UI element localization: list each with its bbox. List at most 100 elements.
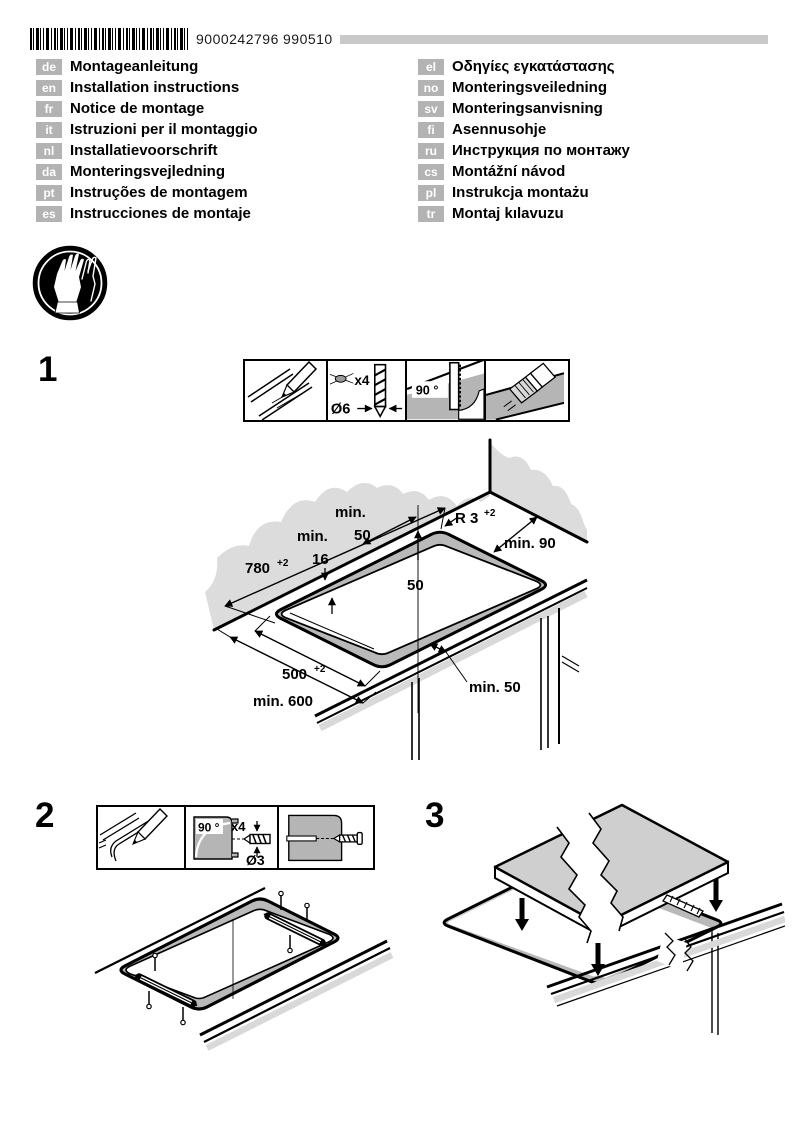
mounting-rail-icon bbox=[662, 894, 704, 918]
language-code-badge: pt bbox=[36, 184, 62, 201]
language-code-badge: en bbox=[36, 79, 62, 96]
language-title: Instrucciones de montaje bbox=[70, 205, 251, 222]
cutout-dimensions-diagram: 50 780 +2 min. 50 min. 16 R 3 +2 min. 90… bbox=[205, 438, 589, 760]
language-row-ru: ru Инструкция по монтажу bbox=[418, 141, 630, 160]
glove-front bbox=[54, 253, 84, 314]
language-code-badge: tr bbox=[418, 205, 444, 222]
worktop-front-edge bbox=[199, 939, 394, 1051]
language-title: Οδηγίες εγκατάστασης bbox=[452, 58, 615, 75]
language-code-badge: ru bbox=[418, 142, 444, 159]
angle-label: 90 ° bbox=[198, 821, 220, 835]
language-title: Montageanleitung bbox=[70, 58, 199, 75]
break-lines-strip bbox=[657, 932, 694, 972]
diameter-label: Ø6 bbox=[331, 401, 351, 417]
worktop-back-edge bbox=[94, 887, 266, 974]
barcode-number: 9000242796 bbox=[196, 31, 279, 47]
mounting-rails-diagram bbox=[94, 887, 394, 1051]
dim-780: 780 bbox=[245, 560, 270, 577]
qty-label: x4 bbox=[231, 819, 246, 834]
language-code-badge: pl bbox=[418, 184, 444, 201]
language-row-it: it Istruzioni per il montaggio bbox=[36, 120, 258, 139]
dim-50: 50 bbox=[407, 577, 424, 594]
dim-min16-2: 16 bbox=[312, 551, 329, 568]
language-row-tr: tr Montaj kılavuzu bbox=[418, 204, 564, 223]
mounting-rail-front bbox=[134, 952, 198, 1026]
screw-icon bbox=[332, 831, 363, 846]
language-title: Istruzioni per il montaggio bbox=[70, 121, 258, 138]
brush-icon bbox=[508, 362, 557, 404]
protective-gloves-icon bbox=[32, 245, 108, 321]
language-code-badge: nl bbox=[36, 142, 62, 159]
language-row-de: de Montageanleitung bbox=[36, 57, 198, 76]
language-code-badge: sv bbox=[418, 100, 444, 117]
language-title: Monteringsvejledning bbox=[70, 163, 226, 180]
insert-hob-diagram bbox=[442, 803, 785, 1035]
icon-mark-cutout-pencil bbox=[245, 361, 326, 420]
dim-radius: R 3 bbox=[455, 510, 478, 527]
dim-500-sup: +2 bbox=[314, 664, 326, 675]
language-code-badge: es bbox=[36, 205, 62, 222]
icon-screw-bracket bbox=[277, 807, 369, 868]
pencil-icon bbox=[131, 807, 168, 846]
language-title: Montážní návod bbox=[452, 163, 566, 180]
language-row-da: da Monteringsvejledning bbox=[36, 162, 225, 181]
icon-drill-4-holes: x4 Ø6 bbox=[326, 361, 405, 420]
cutout-opening bbox=[119, 897, 340, 1011]
language-code-badge: fi bbox=[418, 121, 444, 138]
icon-saw-cutout-90deg: 90 ° bbox=[405, 361, 484, 420]
break-lines bbox=[556, 812, 624, 944]
language-title: Installatievoorschrift bbox=[70, 142, 218, 159]
language-code-badge: no bbox=[418, 79, 444, 96]
dim-min50-rear-1: min. bbox=[335, 504, 366, 521]
pencil-icon bbox=[280, 361, 318, 399]
language-row-cs: cs Montážní návod bbox=[418, 162, 565, 181]
drill-bit-icon bbox=[373, 363, 387, 418]
language-row-nl: nl Installatievoorschrift bbox=[36, 141, 218, 160]
language-title: Инструкция по монтажу bbox=[452, 142, 630, 159]
language-row-el: el Οδηγίες εγκατάστασης bbox=[418, 57, 615, 76]
language-row-sv: sv Monteringsanvisning bbox=[418, 99, 603, 118]
step-3-number: 3 bbox=[425, 796, 445, 835]
glove-back-outline bbox=[81, 256, 97, 302]
step-1-number: 1 bbox=[38, 350, 58, 389]
corner-radius-template bbox=[458, 388, 484, 420]
print-code: 990510 bbox=[283, 31, 333, 47]
language-row-es: es Instrucciones de montaje bbox=[36, 204, 251, 223]
step-2-number: 2 bbox=[35, 796, 55, 835]
dim-780-sup: +2 bbox=[277, 558, 289, 569]
language-code-badge: cs bbox=[418, 163, 444, 180]
language-title: Monteringsveiledning bbox=[452, 79, 608, 96]
language-code-badge: da bbox=[36, 163, 62, 180]
language-title: Notice de montage bbox=[70, 100, 205, 117]
dim-radius-sup: +2 bbox=[484, 508, 496, 519]
icon-bracket-drill-3mm: 90 ° x4 Ø3 bbox=[184, 807, 277, 868]
language-code-badge: it bbox=[36, 121, 62, 138]
step-1-tool-strip: x4 Ø6 90 ° bbox=[243, 359, 570, 422]
language-title: Installation instructions bbox=[70, 79, 240, 96]
dim-min50-front: min. 50 bbox=[469, 679, 521, 696]
dim-min600: min. 600 bbox=[253, 693, 313, 710]
language-row-pl: pl Instrukcja montażu bbox=[418, 183, 589, 202]
drill-mark-icon bbox=[334, 374, 347, 383]
dim-600-arrow bbox=[216, 628, 377, 704]
language-code-badge: el bbox=[418, 58, 444, 75]
mounting-rail-rear bbox=[263, 890, 327, 954]
icon-mark-bracket-position bbox=[98, 807, 184, 868]
diameter-label: Ø3 bbox=[246, 852, 265, 868]
cabinet-lines bbox=[411, 608, 580, 760]
language-title: Instrukcja montażu bbox=[452, 184, 589, 201]
barcode bbox=[30, 28, 188, 50]
language-code-badge: de bbox=[36, 58, 62, 75]
drill-bit-icon bbox=[232, 833, 271, 845]
icon-seal-edge-brush bbox=[484, 361, 564, 420]
language-title: Monteringsanvisning bbox=[452, 100, 603, 117]
language-row-no: no Monteringsveiledning bbox=[418, 78, 607, 97]
language-title: Montaj kılavuzu bbox=[452, 205, 564, 222]
saw-blade-icon bbox=[449, 361, 461, 411]
language-row-pt: pt Instruções de montagem bbox=[36, 183, 248, 202]
dim-min16-1: min. bbox=[297, 528, 328, 545]
language-title: Instruções de montagem bbox=[70, 184, 248, 201]
